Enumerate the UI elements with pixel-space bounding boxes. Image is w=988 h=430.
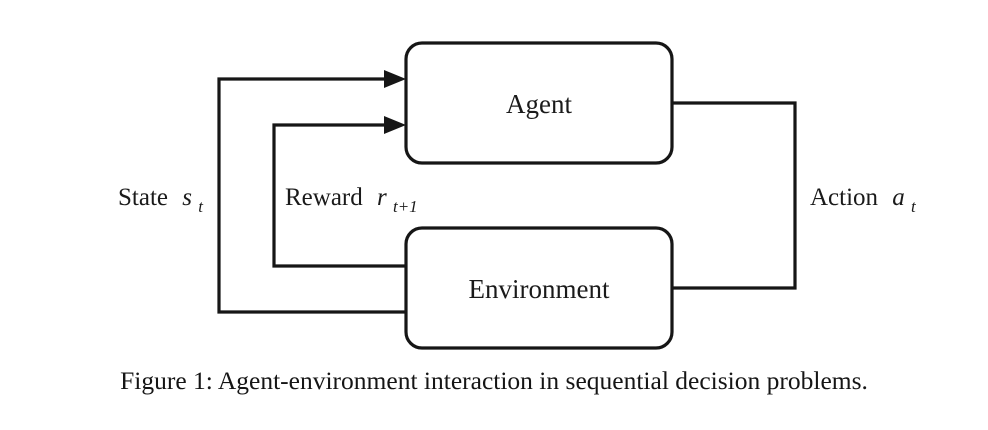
agent-node-box[interactable] [404,41,674,165]
state-edge-line [217,77,406,314]
reward-arrow-head-icon [384,116,406,134]
state-edge-label-text: State [118,184,168,211]
reward-edge-label-symbol: r [377,184,387,211]
state-arrow-head-icon [384,70,406,88]
reward-edge-label: Reward r t+1 [285,184,418,216]
agent-node-label: Agent [506,89,572,119]
state-edge-label-symbol: s [182,184,192,211]
environment-node-label: Environment [469,274,610,304]
reward-edge-line [272,123,406,268]
reward-edge-label-subscript: t+1 [393,197,418,216]
action-edge-label-subscript: t [911,197,917,216]
figure-caption: Figure 1: Agent-environment interaction … [120,366,868,395]
reward-edge-label-text: Reward [285,184,363,211]
action-edge-label-symbol: a [892,184,905,211]
environment-node-box[interactable] [404,226,674,350]
action-edge-label-text: Action [810,184,879,211]
state-edge-label: State s t [118,184,204,216]
state-edge-label-subscript: t [198,197,204,216]
action-edge-label: Action a t [810,184,917,216]
